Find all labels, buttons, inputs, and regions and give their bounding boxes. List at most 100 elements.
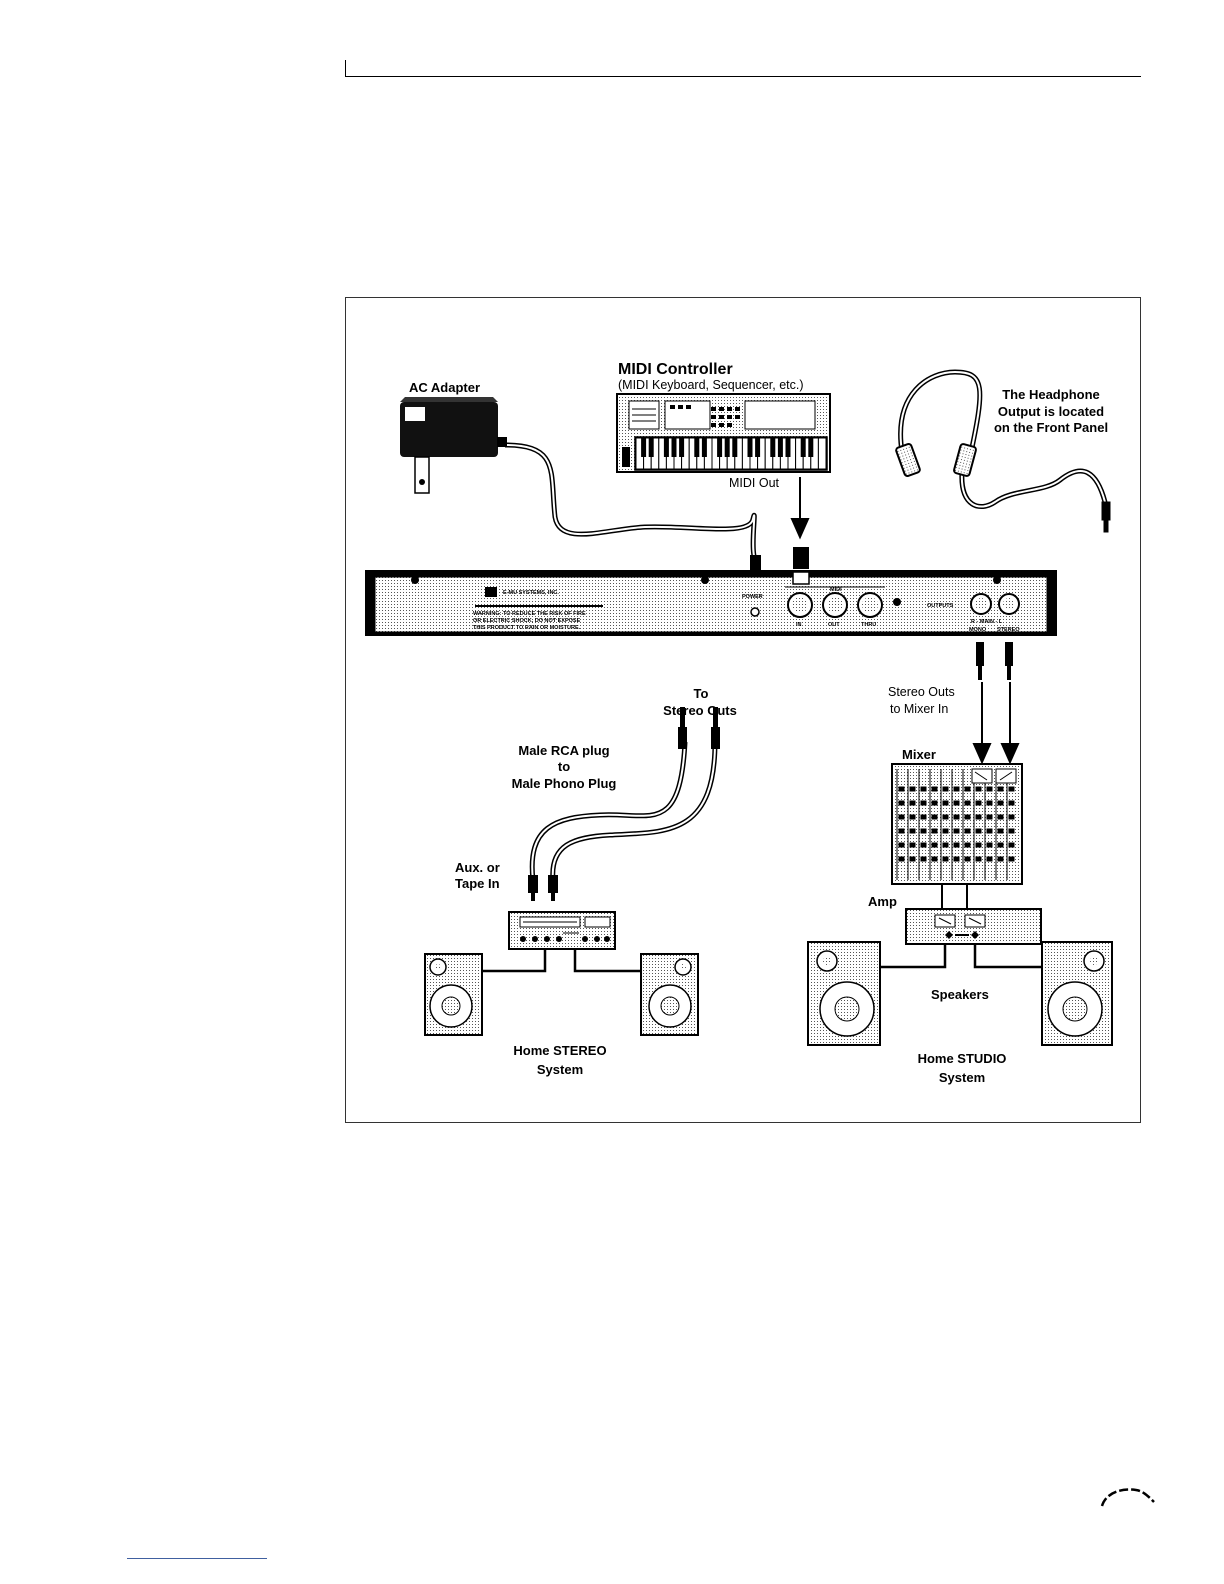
mixer-knob <box>975 856 982 862</box>
amp <box>905 908 1042 945</box>
mixer-knob <box>1008 800 1015 806</box>
mixer-knob <box>1008 828 1015 834</box>
label-aux-2: Tape In <box>455 876 500 891</box>
midi-controller <box>616 393 831 473</box>
black-key <box>717 438 723 457</box>
mixer-knob <box>997 786 1004 792</box>
mixer-knob <box>964 786 971 792</box>
mixer-knob <box>931 786 938 792</box>
black-key <box>671 438 677 457</box>
black-key <box>770 438 776 457</box>
label-stereo-outs-2: to Mixer In <box>890 702 948 716</box>
footer-rule <box>127 1558 267 1559</box>
mixer-knob <box>986 800 993 806</box>
mixer-knob <box>898 786 905 792</box>
mixer-knob <box>920 842 927 848</box>
mixer-knob <box>975 800 982 806</box>
mixer-knob <box>898 842 905 848</box>
black-key <box>663 438 669 457</box>
mixer-knob <box>964 814 971 820</box>
mixer-knob <box>920 786 927 792</box>
mixer-knob <box>997 800 1004 806</box>
mixer-knob <box>997 856 1004 862</box>
mixer-knob <box>898 800 905 806</box>
mixer-knob <box>909 828 916 834</box>
mixer-knob <box>942 842 949 848</box>
cables <box>482 442 1108 973</box>
black-key <box>694 438 700 457</box>
mixer-knob <box>898 856 905 862</box>
plugs <box>528 547 1013 901</box>
stereo-receiver <box>508 911 616 950</box>
mixer-knob <box>931 800 938 806</box>
rear-power-label: POWER <box>742 594 763 600</box>
mixer-knob <box>975 842 982 848</box>
connection-diagram: E-MU SYSTEMS, INC. WARNING: TO REDUCE TH… <box>365 361 1113 1085</box>
black-key <box>732 438 738 457</box>
label-rca-1: Male RCA plug <box>518 743 609 758</box>
mixer-knob <box>931 828 938 834</box>
label-headphone-3: on the Front Panel <box>994 420 1108 435</box>
mixer-knob <box>898 814 905 820</box>
black-key <box>800 438 806 457</box>
rear-out-stereo: STEREO <box>997 627 1020 633</box>
mixer-knob <box>942 786 949 792</box>
mixer-knob <box>997 842 1004 848</box>
mixer-knob <box>909 856 916 862</box>
black-key <box>808 438 814 457</box>
mixer-knob <box>953 814 960 820</box>
ac-adapter <box>400 397 507 494</box>
midi-ports <box>787 592 901 618</box>
rear-brand: E-MU SYSTEMS, INC. <box>503 590 559 596</box>
mixer-knob <box>975 828 982 834</box>
label-headphone-1: The Headphone <box>1002 387 1100 402</box>
mixer-knob <box>920 814 927 820</box>
mixer-knob <box>953 842 960 848</box>
mixer-knob <box>986 856 993 862</box>
mixer-knob <box>942 856 949 862</box>
label-aux-1: Aux. or <box>455 860 500 875</box>
headphones <box>895 369 1111 533</box>
black-key <box>777 438 783 457</box>
corner-logo-mark <box>1100 1488 1155 1507</box>
mixer-knob <box>898 828 905 834</box>
mixer <box>891 763 1023 885</box>
black-key <box>648 438 654 457</box>
black-key <box>724 438 730 457</box>
rear-outputs-label: OUTPUTS <box>927 603 954 609</box>
mixer-knob <box>953 786 960 792</box>
arrows <box>790 477 1020 765</box>
label-ac-adapter: AC Adapter <box>409 380 480 395</box>
mixer-knob <box>1008 786 1015 792</box>
mixer-knob <box>997 814 1004 820</box>
header-rule <box>345 76 1141 77</box>
rear-warning-3: THIS PRODUCT TO RAIN OR MOISTURE. <box>473 625 581 631</box>
label-rca-2: to <box>558 759 570 774</box>
mixer-knob <box>920 856 927 862</box>
label-mixer: Mixer <box>902 747 936 762</box>
mixer-knob <box>964 842 971 848</box>
mixer-knob <box>931 856 938 862</box>
label-to-1: To <box>694 686 709 701</box>
label-home-studio-1: Home STUDIO <box>918 1051 1007 1066</box>
label-to-2: Stereo Outs <box>663 703 737 718</box>
black-key <box>747 438 753 457</box>
mixer-knob <box>1008 842 1015 848</box>
label-home-stereo-1: Home STEREO <box>513 1043 606 1058</box>
rear-panel: E-MU SYSTEMS, INC. WARNING: TO REDUCE TH… <box>365 570 1057 636</box>
label-rca-3: Male Phono Plug <box>512 776 617 791</box>
mixer-knob <box>909 800 916 806</box>
mixer-knob <box>964 856 971 862</box>
mixer-knob <box>1008 814 1015 820</box>
mixer-knob <box>909 786 916 792</box>
label-home-studio-2: System <box>939 1070 985 1085</box>
mixer-knob <box>953 828 960 834</box>
mixer-knob <box>909 814 916 820</box>
rear-midi-thru: THRU <box>861 622 876 628</box>
mixer-knob <box>986 786 993 792</box>
mixer-knob <box>975 786 982 792</box>
rear-out-mono: MONO <box>969 627 987 633</box>
black-key <box>641 438 647 457</box>
label-midi-controller: MIDI Controller <box>618 361 733 378</box>
mixer-knob <box>920 828 927 834</box>
